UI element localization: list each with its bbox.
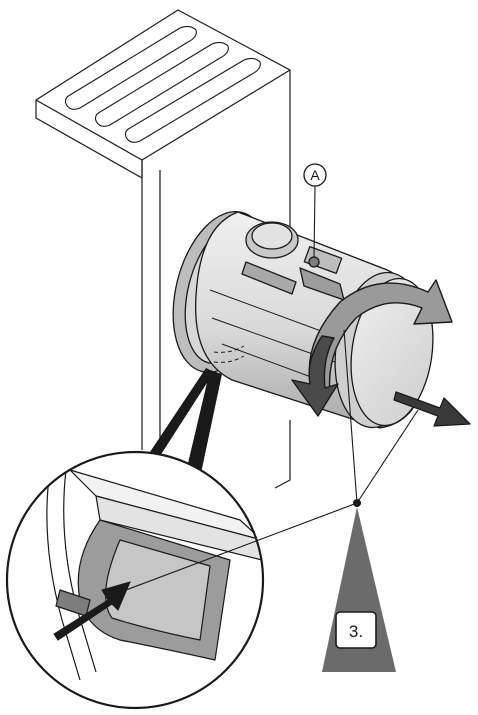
zoom-funnel — [185, 370, 222, 478]
leader-to-press — [125, 502, 358, 591]
top-vent-slots — [64, 25, 261, 143]
zoom-funnel-left — [150, 368, 214, 456]
press-arrow-icon — [53, 581, 131, 641]
zoom-left-edge — [46, 469, 81, 681]
boiler-casing — [35, 9, 291, 489]
pull-out-arrow-icon — [393, 391, 471, 427]
detail-zoom — [5, 368, 265, 710]
part-a-leader — [313, 185, 316, 259]
step-callout: 3. — [125, 329, 419, 672]
casing-top — [35, 9, 291, 161]
part-a-callout: A — [303, 163, 327, 259]
casing-front-left — [35, 100, 143, 179]
part-a-label: A — [310, 167, 320, 183]
step-badge — [335, 611, 377, 649]
leader-to-front — [356, 409, 419, 504]
casing-right-lower — [274, 420, 291, 489]
rotate-arrow-icon — [291, 279, 453, 417]
zoom-circle-border — [5, 450, 265, 710]
step-number: 3. — [349, 622, 363, 641]
leader-junction — [353, 499, 361, 507]
part-a-screw — [308, 256, 320, 268]
burner-unit — [172, 211, 434, 429]
top-components — [241, 221, 345, 301]
front-cover — [350, 277, 434, 427]
leader-to-ring — [343, 329, 358, 504]
zoom-clip-highlight — [105, 539, 211, 641]
